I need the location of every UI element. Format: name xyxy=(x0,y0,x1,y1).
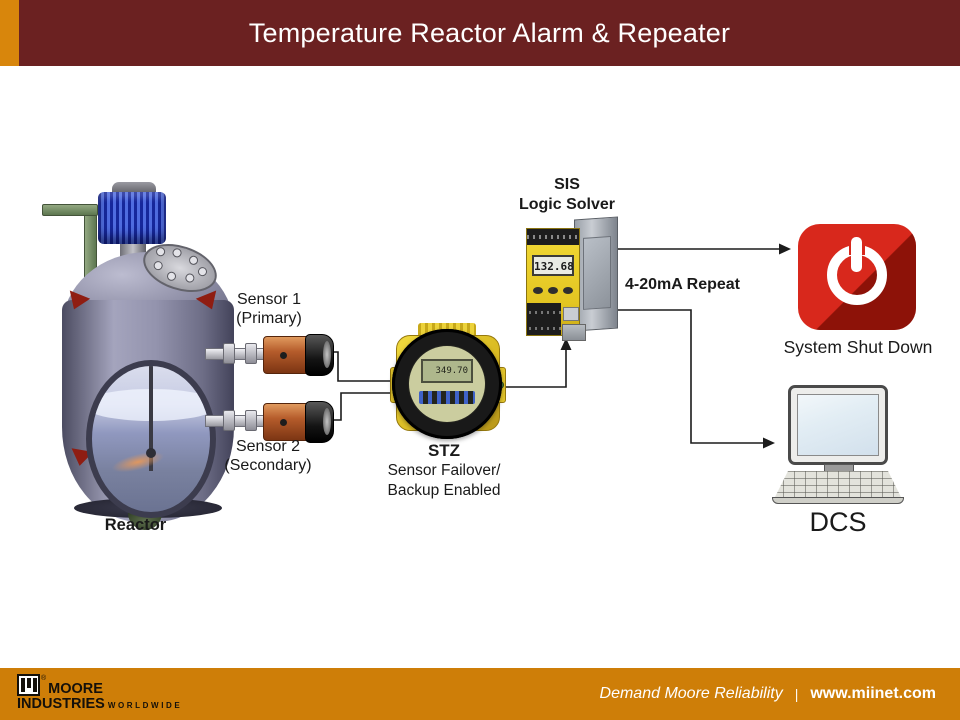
flange-bolt xyxy=(184,272,196,284)
sensor-fitting xyxy=(223,343,235,364)
power-icon xyxy=(798,224,916,330)
footer-url[interactable]: www.miinet.com xyxy=(810,685,936,702)
logo-row: ® MOORE xyxy=(17,674,182,696)
sensor1-device xyxy=(205,334,334,376)
footer-bar: ® MOORE INDUSTRIES WORLDWIDE Demand Moor… xyxy=(0,668,960,720)
sensor-housing xyxy=(263,403,311,441)
sensor-cap xyxy=(305,401,334,443)
sensor-cap-face xyxy=(323,341,331,368)
sensor-fitting xyxy=(223,410,235,431)
sis-label-line1: SIS xyxy=(554,176,580,193)
sensor2-label: Sensor 2 (Secondary) xyxy=(205,437,331,475)
logo-row: INDUSTRIES WORLDWIDE xyxy=(17,696,183,712)
dcs-label: DCS xyxy=(809,507,867,537)
laptop-base xyxy=(772,497,904,504)
flange-bolt xyxy=(196,265,209,278)
sis-side-label-area xyxy=(583,235,611,310)
sis-din-clip xyxy=(562,324,586,341)
sis-display: 132.68 xyxy=(532,255,574,276)
stz-faceplate: 349.70 xyxy=(409,346,485,422)
agitator-motor-icon xyxy=(98,192,166,244)
sensor1-label-line2: (Primary) xyxy=(236,310,302,327)
brand-moore: MOORE xyxy=(48,681,103,697)
stz-display: 349.70 xyxy=(421,359,473,383)
sensor-port xyxy=(280,419,287,426)
stz-desc-line1: Sensor Failover/ xyxy=(387,462,501,479)
agitator-paddle xyxy=(109,447,167,476)
sensor2-label-line1: Sensor 2 xyxy=(235,438,301,455)
flange-bolt xyxy=(187,254,200,266)
accent-stripe xyxy=(0,0,19,66)
reactor-label: Reactor xyxy=(104,516,167,534)
sis-buttons xyxy=(533,287,573,294)
sight-window xyxy=(86,360,216,518)
sensor-cap xyxy=(305,334,334,376)
sis-terminal-block xyxy=(527,229,579,245)
power-symbol-bar xyxy=(851,237,862,272)
sis-to-dcs-wire xyxy=(603,309,765,444)
sensor1-label-line1: Sensor 1 xyxy=(236,291,302,308)
laptop-keyboard xyxy=(774,471,902,499)
sensor1-wire xyxy=(331,351,396,382)
flange-bolt xyxy=(152,259,164,272)
flange-bolt xyxy=(154,246,167,258)
logo-bar xyxy=(27,678,31,688)
footer-separator: | xyxy=(794,686,799,702)
agitator-hub xyxy=(146,447,156,458)
brand-industries: INDUSTRIES xyxy=(17,696,105,712)
sis-button xyxy=(563,287,573,294)
sis-label-line2: Logic Solver xyxy=(518,196,616,213)
sis-button xyxy=(548,287,558,294)
logo-bar xyxy=(21,678,25,692)
sis-front-panel: 132.68 xyxy=(526,228,580,336)
sensor2-label-line2: (Secondary) xyxy=(224,457,312,474)
sensor2-wire xyxy=(331,392,396,421)
sensor-fitting xyxy=(245,343,257,364)
agitator-rod xyxy=(149,366,153,472)
stz-transmitter: 349.70 xyxy=(390,323,506,445)
sis-button xyxy=(533,287,543,294)
shutdown-label: System Shut Down xyxy=(783,337,933,357)
feed-pipe xyxy=(42,204,98,216)
registered-mark: ® xyxy=(41,675,47,682)
sensor-probe xyxy=(205,415,269,427)
repeat-signal-label: 4-20mA Repeat xyxy=(624,276,740,293)
stz-desc-line2: Backup Enabled xyxy=(387,481,501,499)
stz-name: STZ xyxy=(427,441,461,460)
sensor-probe xyxy=(205,348,269,360)
sensor-cap-face xyxy=(323,408,331,435)
moore-industries-logo: ® MOORE INDUSTRIES WORLDWIDE xyxy=(17,674,182,711)
sis-label: SIS Logic Solver xyxy=(492,175,642,215)
sis-slot xyxy=(563,307,579,321)
sensor1-label: Sensor 1 (Primary) xyxy=(213,290,325,328)
sensor-housing xyxy=(263,336,311,374)
logo-bar xyxy=(33,678,37,692)
stz-dip-switches xyxy=(419,391,475,404)
stz-label: STZ Sensor Failover/ Backup Enabled xyxy=(366,440,522,500)
laptop-screen xyxy=(788,385,888,465)
header-bar: Temperature Reactor Alarm & Repeater xyxy=(0,0,960,66)
stz-to-sis-wire xyxy=(498,347,567,388)
sensor-port xyxy=(280,352,287,359)
reactor-illustration: Reactor xyxy=(40,182,250,547)
logo-mark-icon xyxy=(17,674,40,696)
sis-side-panel xyxy=(574,216,618,332)
footer-tagline: Demand Moore Reliability xyxy=(599,685,783,702)
sis-terminal-block xyxy=(527,303,561,335)
flange-bolt xyxy=(171,247,183,259)
flange-bolt xyxy=(165,270,178,282)
brand-worldwide: WORLDWIDE xyxy=(107,701,183,710)
laptop-icon xyxy=(772,385,904,507)
page-title: Temperature Reactor Alarm & Repeater xyxy=(248,17,731,48)
sis-logic-solver: 132.68 xyxy=(526,216,620,341)
sensor2-device xyxy=(205,401,334,443)
footer-right: Demand Moore Reliability | www.miinet.co… xyxy=(600,668,936,720)
sensor-fitting xyxy=(245,410,257,431)
laptop-display xyxy=(797,394,879,456)
arrow-right-icon xyxy=(779,243,791,255)
